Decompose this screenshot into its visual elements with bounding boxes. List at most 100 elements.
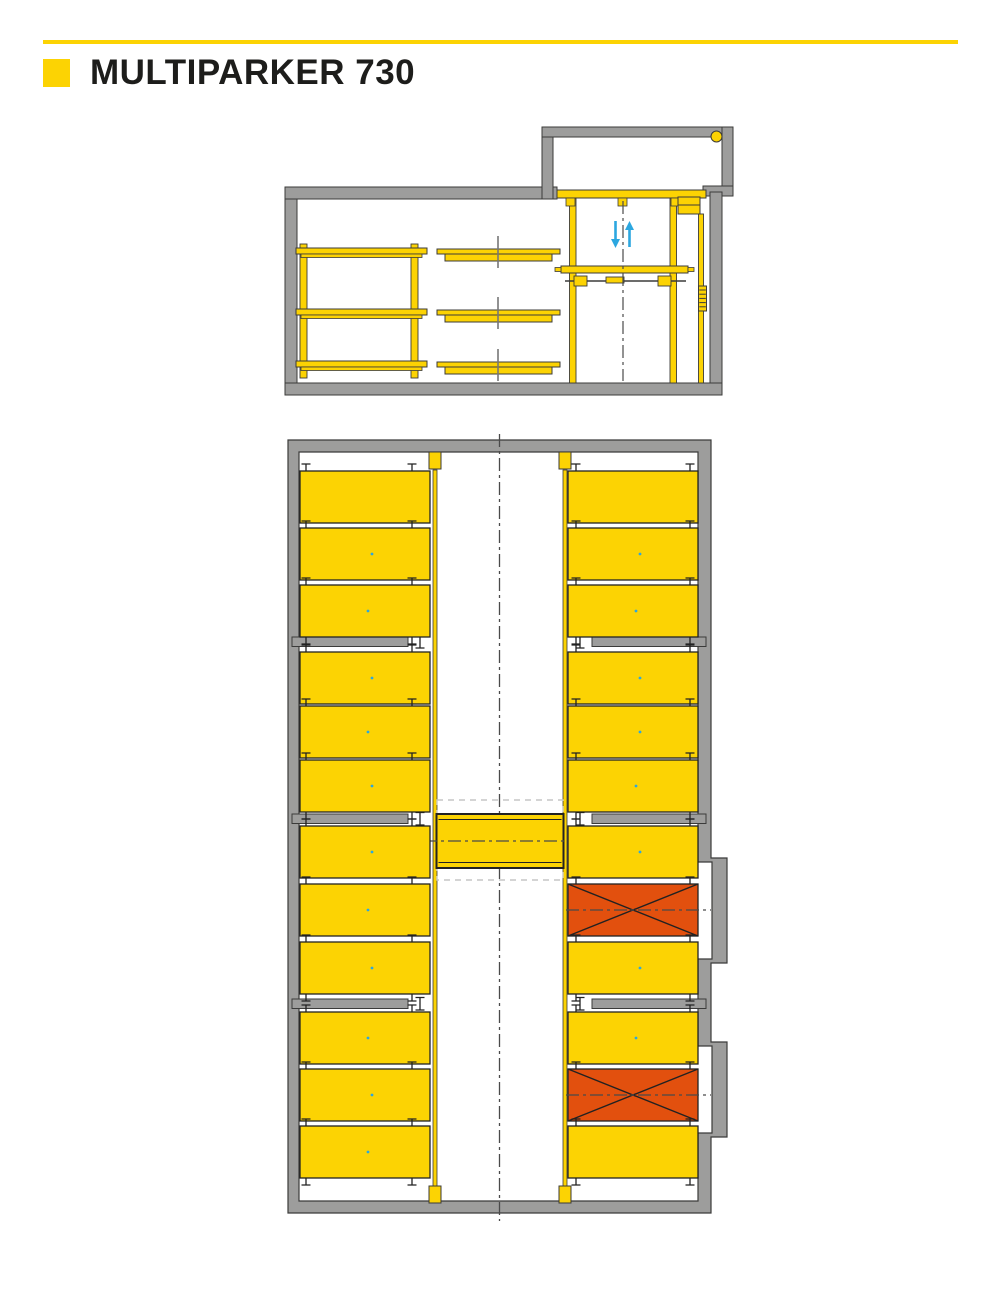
- divider-wall-right: [591, 998, 707, 1009]
- rail-end-cap: [428, 451, 442, 470]
- lift-deck-block: [605, 276, 625, 284]
- pallet-left-row-9: [299, 941, 431, 995]
- pallet-left-row-7: [299, 825, 431, 879]
- rail-end-cap: [558, 451, 572, 470]
- pallet-support-mark: [301, 876, 311, 884]
- divider-anchor-mark: [415, 811, 425, 826]
- pallet-support-mark: [407, 1061, 417, 1069]
- pallet-support-mark: [407, 752, 417, 760]
- lift-mid-beam: [560, 265, 689, 274]
- pallet-right-row-9: [567, 941, 699, 995]
- pallet-support-mark: [685, 637, 695, 645]
- section-chamber-top-wall: [284, 186, 558, 200]
- divider-wall-left: [291, 998, 409, 1009]
- plan-view-drawing: [287, 434, 728, 1221]
- pallet-right-row-6: [567, 759, 699, 813]
- stored-car-side-level-3: [308, 319, 418, 361]
- pallet-support-mark: [685, 934, 695, 942]
- pallet-left-row-12: [299, 1125, 431, 1179]
- pallet-support-mark: [407, 812, 417, 820]
- pallet-support-mark: [571, 698, 581, 706]
- pallet-support-mark: [301, 934, 311, 942]
- drive-unit-box: [677, 196, 701, 215]
- pallet-support-mark: [301, 644, 311, 652]
- pallet-support-mark: [685, 818, 695, 826]
- rail-end-cap: [558, 1185, 572, 1204]
- pallet-support-mark: [685, 994, 695, 1002]
- pallet-support-mark: [685, 644, 695, 652]
- pallet-support-mark: [301, 520, 311, 528]
- lift-arrow-up-head-icon: [625, 221, 634, 230]
- stored-car-side-level-1: [307, 204, 419, 248]
- section-left-wall: [284, 186, 298, 396]
- pallet-support-mark: [301, 818, 311, 826]
- rail-end-cap: [428, 1185, 442, 1204]
- pallet-support-mark: [685, 1178, 695, 1186]
- page-title: MULTIPARKER 730: [90, 53, 416, 92]
- lift-post: [569, 197, 577, 384]
- pallet-support-mark: [571, 752, 581, 760]
- pallet-right-row-2: [567, 527, 699, 581]
- pallet-left-row-6: [299, 759, 431, 813]
- pallet-support-mark: [571, 644, 581, 652]
- beam-tab: [554, 267, 562, 272]
- pallet-support-mark: [301, 1118, 311, 1126]
- pallet-support-mark: [571, 818, 581, 826]
- divider-wall-right: [591, 813, 707, 824]
- pallet-right-row-12: [567, 1125, 699, 1179]
- pallet-support-mark: [685, 1061, 695, 1069]
- pallet-left-row-8: [299, 883, 431, 937]
- rack-beam-lip: [300, 253, 423, 258]
- pallet-support-mark: [407, 1178, 417, 1186]
- pallet-support-mark: [407, 698, 417, 706]
- pallet-right-row-5: [567, 705, 699, 759]
- beam-tab: [687, 267, 695, 272]
- pallet-support-mark: [685, 577, 695, 585]
- pallet-support-mark: [407, 637, 417, 645]
- pallet-left-row-2: [299, 527, 431, 581]
- pallet-left-row-4: [299, 651, 431, 705]
- section-view-drawing: [284, 126, 734, 396]
- pallet-support-mark: [301, 698, 311, 706]
- pallet-support-mark: [685, 520, 695, 528]
- pallet-support-mark: [571, 1118, 581, 1126]
- pallet-support-mark: [301, 463, 311, 471]
- rack-beam-lip: [300, 366, 423, 371]
- pallet-right-row-10: [567, 1011, 699, 1065]
- pallet-support-mark: [301, 1061, 311, 1069]
- pallet-right-row-3: [567, 584, 699, 638]
- pallet-left-row-5: [299, 705, 431, 759]
- pallet-left-row-11: [299, 1068, 431, 1122]
- section-chamber-right-wall: [709, 191, 723, 396]
- pallet-support-mark: [571, 637, 581, 645]
- rack-beam: [295, 360, 428, 368]
- pallet-support-mark: [571, 520, 581, 528]
- entry-platform: [556, 189, 707, 199]
- pallet-support-mark: [301, 637, 311, 645]
- pallet-support-mark: [407, 994, 417, 1002]
- pallet-support-mark: [685, 752, 695, 760]
- pallet-support-mark: [571, 876, 581, 884]
- pallet-support-mark: [301, 1004, 311, 1012]
- rack-beam-lip: [300, 314, 423, 319]
- pallet-support-mark: [301, 577, 311, 585]
- pallet-support-mark: [301, 994, 311, 1002]
- lift-post: [669, 197, 677, 384]
- pallet-support-mark: [407, 876, 417, 884]
- pallet-support-mark: [407, 934, 417, 942]
- pallet-support-mark: [571, 463, 581, 471]
- pallet-support-mark: [407, 1004, 417, 1012]
- pallet-support-mark: [571, 1178, 581, 1186]
- section-cabin-left-wall: [541, 126, 554, 200]
- pallet-right-row-1: [567, 470, 699, 524]
- pallet-support-mark: [571, 994, 581, 1002]
- section-cabin-top-wall: [541, 126, 734, 138]
- pallet-support-mark: [685, 698, 695, 706]
- pallet-support-mark: [685, 1118, 695, 1126]
- pallet-support-mark: [407, 577, 417, 585]
- pallet-support-mark: [685, 463, 695, 471]
- pallet-right-row-4: [567, 651, 699, 705]
- pallet-left-row-3: [299, 584, 431, 638]
- pallet-left-row-1: [299, 470, 431, 524]
